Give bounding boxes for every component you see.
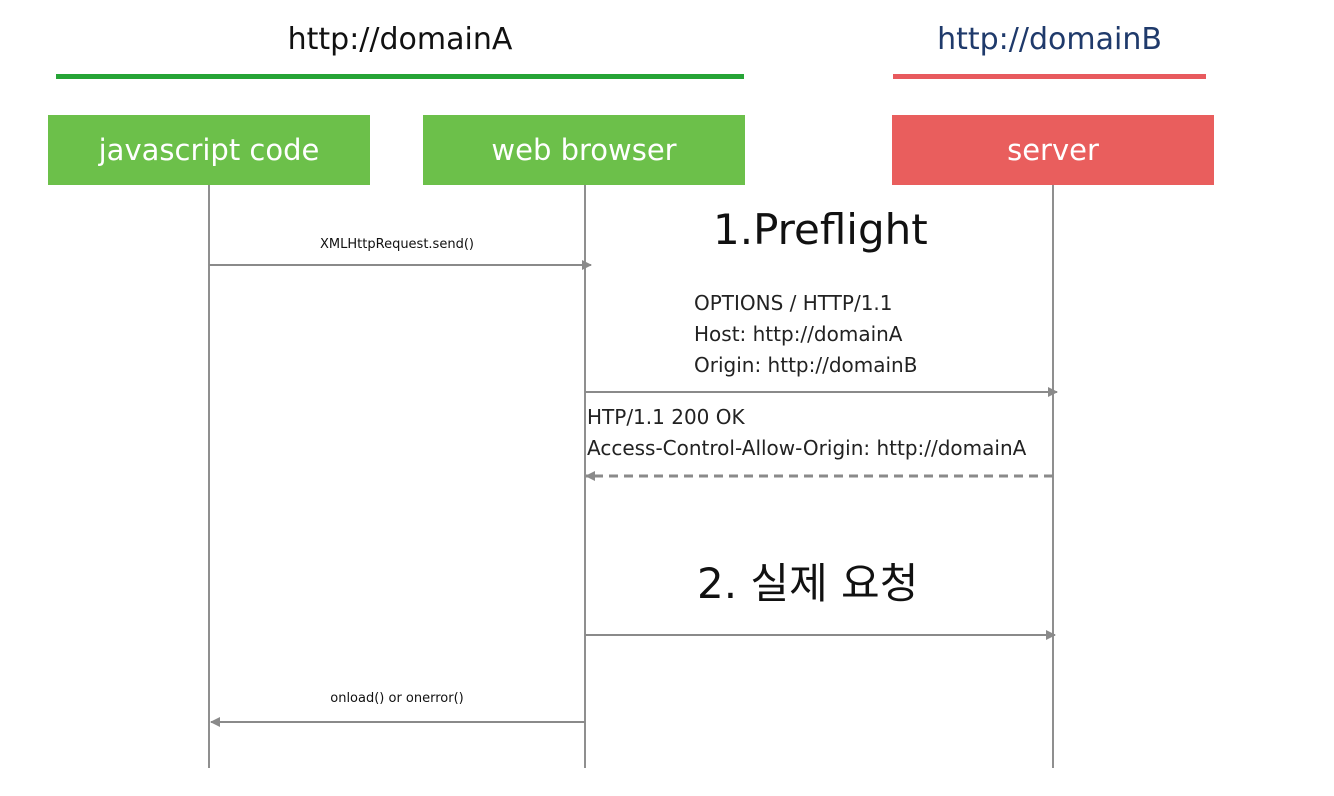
domain-a-label: http://domainA: [287, 22, 513, 57]
callback-message-label: onload() or onerror(): [330, 691, 464, 706]
participant-javascript-code: javascript code: [48, 115, 370, 185]
phase-preflight-title: 1.Preflight: [713, 205, 928, 254]
preflight-response-line: Access-Control-Allow-Origin: http://doma…: [587, 436, 1027, 460]
preflight-response-line: HTP/1.1 200 OK: [587, 405, 745, 429]
send-message-label: XMLHttpRequest.send(): [320, 237, 474, 252]
phase-actual-request-title: 2. 실제 요청: [697, 559, 919, 608]
preflight-request-line: Host: http://domainA: [694, 322, 903, 346]
preflight-response-text: HTP/1.1 200 OK Access-Control-Allow-Orig…: [587, 402, 1026, 464]
domain-b-underline: [893, 74, 1206, 79]
preflight-request-text: OPTIONS / HTTP/1.1 Host: http://domainA …: [694, 288, 917, 381]
domain-a-underline: [56, 74, 744, 79]
domain-b-label: http://domainB: [937, 22, 1162, 57]
participant-web-browser: web browser: [423, 115, 745, 185]
participant-server: server: [892, 115, 1214, 185]
preflight-request-line: Origin: http://domainB: [694, 353, 918, 377]
preflight-request-line: OPTIONS / HTTP/1.1: [694, 291, 893, 315]
